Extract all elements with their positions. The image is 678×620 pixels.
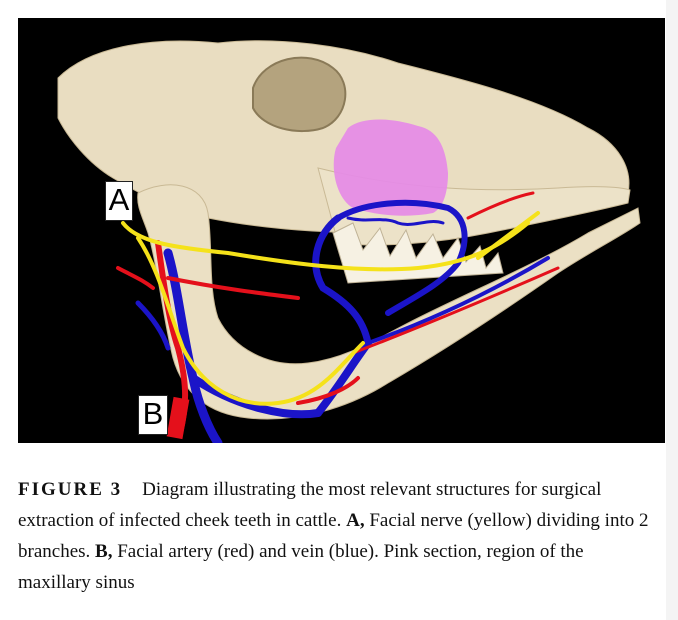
skull-figure: A B bbox=[18, 18, 665, 443]
caption-b-label: B, bbox=[95, 541, 113, 562]
artery-trunk bbox=[166, 396, 190, 440]
facial-artery bbox=[116, 191, 560, 436]
skull-illustration bbox=[57, 40, 641, 443]
facial-nerve bbox=[121, 211, 540, 406]
caption-b-text: Facial artery (red) and vein (blue). Pin… bbox=[18, 541, 584, 593]
caption-a-label: A, bbox=[346, 510, 365, 531]
panel-label-a: A bbox=[105, 181, 133, 221]
panel-label-b: B bbox=[138, 395, 168, 435]
page-edge-strip bbox=[666, 0, 678, 620]
maxillary-sinus-region bbox=[333, 119, 448, 216]
eye-socket bbox=[252, 56, 347, 132]
mandible bbox=[137, 184, 641, 420]
caption-text: Diagram illustrating the most relevant s… bbox=[18, 479, 602, 531]
figure-number: FIGURE 3 bbox=[18, 479, 123, 500]
caption-a-text: Facial nerve (yellow) dividing into 2 br… bbox=[18, 510, 649, 562]
